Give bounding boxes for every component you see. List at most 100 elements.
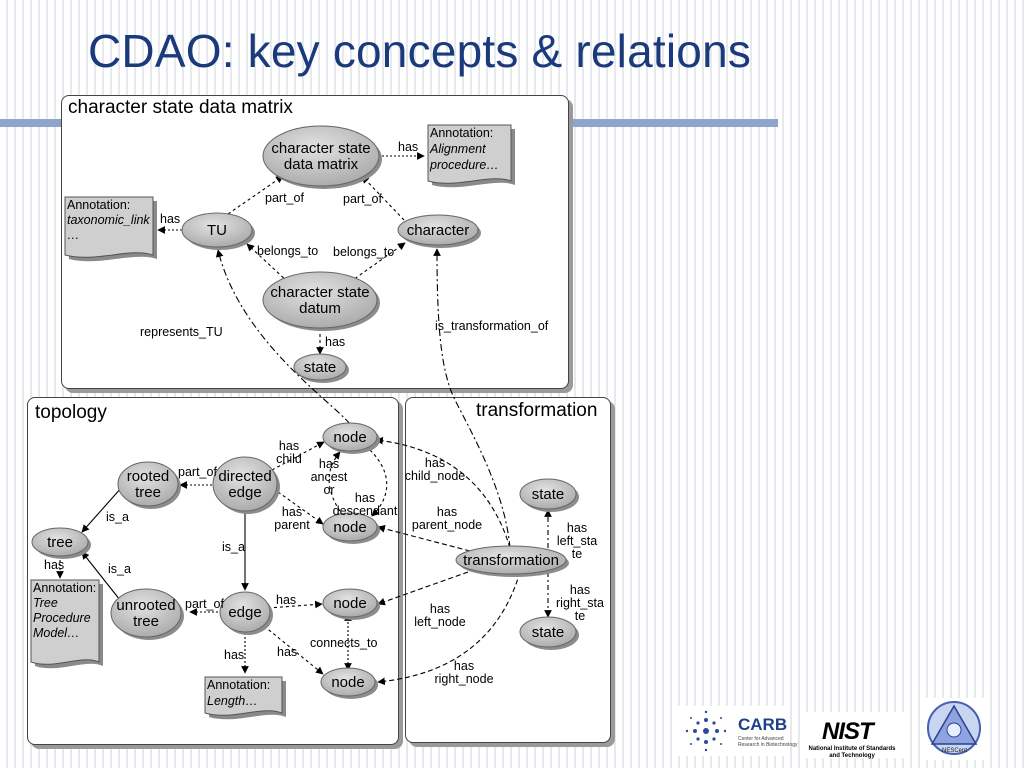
carb-name: CARB: [738, 715, 788, 734]
text-line: character state: [270, 284, 369, 301]
text-line: state: [304, 359, 337, 376]
text-line: left_node: [414, 615, 465, 629]
text-line: state: [532, 624, 565, 641]
relation-label-is-a-directed: is_a: [222, 540, 245, 554]
relation-label-tu-has: has: [160, 212, 180, 226]
text-line: node: [331, 674, 364, 691]
text-line: has: [437, 505, 457, 519]
relation-label-is-a-unrooted: is_a: [108, 562, 131, 576]
text-line: has: [325, 335, 345, 349]
text-line: has: [319, 457, 339, 471]
edge-lines: [56, 152, 552, 686]
text-line: transformation: [463, 552, 559, 569]
annotation-line: Procedure: [33, 611, 91, 625]
text-line: node: [333, 519, 366, 536]
text-line: belongs_to: [333, 245, 394, 259]
transformation-panel-label: transformation: [476, 400, 598, 421]
text-line: right_sta: [556, 596, 604, 610]
relation-label-connects-to: connects_to: [310, 636, 377, 650]
topology-panel-label: topology: [35, 402, 107, 423]
text-line: directed: [218, 468, 271, 485]
relation-label-part-of-left: part_of: [265, 191, 304, 205]
text-line: part_of: [265, 191, 304, 205]
edge-has-child-node: [375, 436, 511, 549]
relation-label-tree-has: has: [44, 558, 64, 572]
relation-label-belongs-to-right: belongs_to: [333, 245, 394, 259]
text-line: tree: [135, 484, 161, 501]
relation-label-part-of-unrooted: part_of: [185, 597, 224, 611]
nescent-triangle-icon: [927, 701, 981, 755]
text-line: has: [567, 521, 587, 535]
relation-label-csdm-has: has: [398, 140, 418, 154]
text-line: character: [407, 222, 470, 239]
nist-subtitle: National Institute of Standards and Tech…: [808, 746, 896, 759]
text-line: has: [430, 602, 450, 616]
text-line: has: [454, 659, 474, 673]
text-line: has: [277, 645, 297, 659]
text-line: node: [333, 595, 366, 612]
edge-tu-part-of-csdm: [227, 175, 284, 215]
edge-node-represents-tu: [215, 249, 351, 425]
annotation-note-taxonomic: Annotation:taxonomic_link…: [64, 196, 157, 262]
annotation-line: Annotation:: [33, 581, 96, 595]
text-line: edge: [228, 604, 261, 621]
concept-node-mid: node: [322, 512, 380, 544]
relation-label-is-transformation-of: is_transformation_of: [435, 319, 549, 333]
concept-node-lower: node: [322, 588, 380, 620]
text-line: has: [160, 212, 180, 226]
text-line: or: [323, 483, 334, 497]
text-line: is_a: [108, 562, 131, 576]
relation-label-csd-has: has: [325, 335, 345, 349]
text-line: right_node: [434, 672, 493, 686]
annotation-line: Tree: [33, 596, 58, 610]
annotation-note-alignment: Annotation:Alignmentprocedure…: [427, 124, 515, 188]
text-line: is_a: [106, 510, 129, 524]
text-line: has: [355, 491, 375, 505]
carb-dots-icon: [685, 710, 727, 752]
nist-logo: NIST National Institute of Standards and…: [800, 712, 904, 759]
carb-logo: CARB Center for Advanced Research in Bio…: [676, 706, 797, 756]
edge-node-has-ancestor: [328, 451, 344, 517]
slide-title: CDAO: key concepts & relations: [88, 25, 752, 77]
annotation-line: taxonomic_link: [67, 213, 150, 227]
edge-node-has-descendant: [369, 449, 388, 517]
text-line: unrooted: [116, 597, 175, 614]
text-line: part_of: [343, 192, 382, 206]
annotation-line: Annotation:: [67, 198, 130, 212]
annotation-line: Model…: [33, 626, 80, 640]
concept-transformation: transformation: [455, 545, 569, 577]
text-line: connects_to: [310, 636, 377, 650]
annotation-line: Length…: [207, 694, 258, 708]
annotation-line: Annotation:: [207, 678, 270, 692]
text-line: has: [224, 648, 244, 662]
text-line: part_of: [185, 597, 224, 611]
concept-node-bottom: node: [320, 667, 378, 699]
text-line: TU: [207, 222, 227, 239]
relation-label-part-of-right: part_of: [343, 192, 382, 206]
nescent-logo: NESCent: [920, 698, 988, 760]
text-line: tree: [133, 613, 159, 630]
edge-csd-belongs-to-character: [349, 242, 406, 283]
text-line: character state: [271, 140, 370, 157]
concept-edge: edge: [219, 591, 273, 635]
text-line: has: [570, 583, 590, 597]
concept-node-top: node: [322, 422, 380, 454]
text-line: child_node: [405, 469, 466, 483]
text-line: has: [279, 439, 299, 453]
edge-edge-has-node-bottom: [263, 625, 324, 675]
edge-transformation-is-transformation-of: [433, 248, 511, 549]
text-line: has: [276, 593, 296, 607]
text-line: represents_TU: [140, 325, 223, 339]
annotation-line: Alignment: [429, 142, 486, 156]
relation-label-edge-has-node-bottom: has: [277, 645, 297, 659]
